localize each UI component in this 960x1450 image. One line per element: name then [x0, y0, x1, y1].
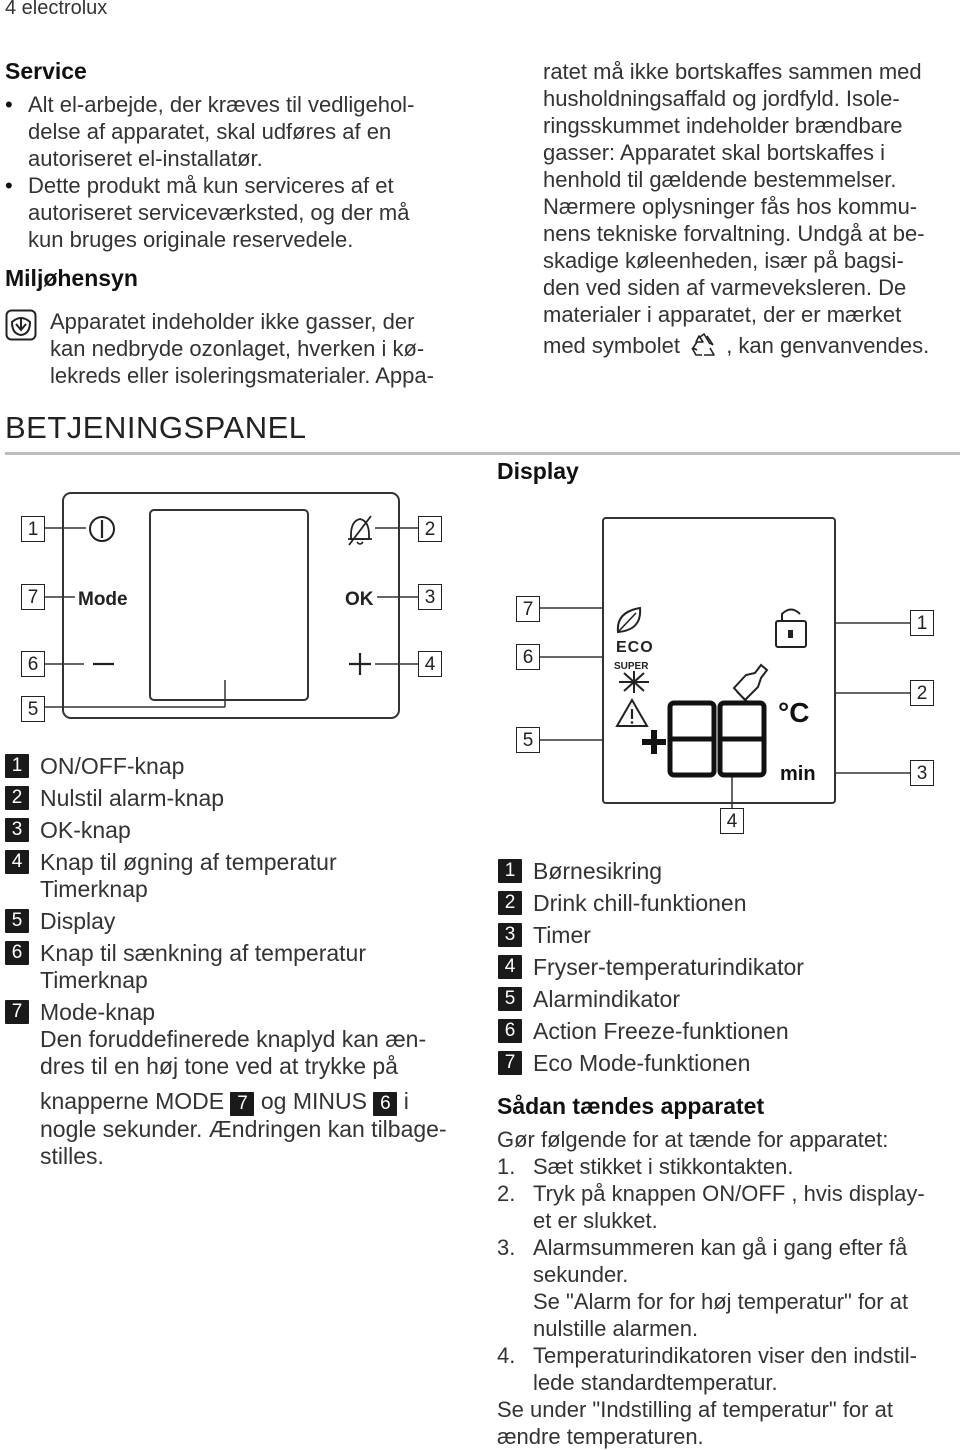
service-bullet-1: Alt el-arbejde, der kræves til vedligeho… [5, 91, 465, 172]
min-label: min [780, 763, 816, 785]
environment-heading: Miljøhensyn [5, 265, 138, 291]
warning-icon [615, 697, 649, 727]
step-item: 3. Alarmsummeren kan gå i gang efter få … [497, 1235, 909, 1341]
environment-text-right: ratet må ikke bortskaffes sammen med hus… [543, 58, 958, 365]
callout-5: 5 [21, 696, 45, 722]
display-callout-6: 6 [516, 644, 540, 670]
display-heading: Display [497, 458, 579, 484]
display-callout-1: 1 [910, 610, 934, 636]
display-callout-2: 2 [910, 680, 934, 706]
environment-text-left: Apparatet indeholder ikke gasser, der ka… [50, 309, 434, 388]
power-on-section: Gør følgende for at tænde for apparatet:… [497, 1126, 957, 1450]
power-icon[interactable] [89, 516, 115, 542]
legend-item: 4 Knap til øgning af temperatur Timerkna… [5, 849, 475, 903]
plus-icon[interactable] [349, 653, 371, 675]
display-callout-7: 7 [516, 596, 540, 622]
bottle-icon [732, 663, 769, 703]
celsius-label: °C [778, 697, 809, 728]
mode-note-line: knapperne MODE 7 og MINUS 6 i [40, 1088, 409, 1116]
legend-item: 3 OK-knap [5, 817, 475, 844]
legend-item: 5 Display [5, 908, 475, 935]
ok-button-label[interactable]: OK [345, 589, 374, 610]
callout-6: 6 [21, 651, 45, 677]
recycle-line: med symbolet , kan genvanvendes. [543, 332, 958, 365]
power-on-steps: 1. Sæt stikket i stikkontakten. 2. Tryk … [497, 1153, 957, 1396]
legend-item: 1 ON/OFF-knap [5, 753, 475, 780]
control-panel-legend: 1 ON/OFF-knap 2 Nulstil alarm-knap 3 OK-… [5, 753, 475, 1175]
control-panel-title: BETJENINGSPANEL [5, 410, 307, 445]
environment-icon [5, 309, 37, 341]
display-callout-3: 3 [910, 760, 934, 786]
mode-button-label[interactable]: Mode [78, 589, 128, 610]
legend-item: 7 Mode-knap Den foruddefinerede knaplyd … [5, 999, 475, 1170]
section-divider [5, 452, 960, 455]
callout-4: 4 [418, 651, 442, 677]
sign-segment [642, 730, 666, 754]
service-bullet-2: Dette produkt må kun serviceres af et au… [5, 172, 465, 253]
super-label: SUPER [614, 661, 649, 672]
digit-segment [667, 700, 767, 778]
power-on-intro: Gør følgende for at tænde for apparatet: [497, 1127, 889, 1152]
service-bullets: Alt el-arbejde, der kræves til vedligeho… [5, 91, 465, 253]
legend-item: 6 Knap til sænkning af temperatur Timerk… [5, 940, 475, 994]
step-item: 1. Sæt stikket i stikkontakten. [497, 1154, 794, 1179]
callout-1: 1 [21, 516, 45, 542]
bell-off-icon[interactable] [348, 515, 372, 546]
power-on-heading: Sådan tændes apparatet [497, 1093, 765, 1119]
recycle-icon [689, 332, 717, 365]
service-heading: Service [5, 58, 87, 84]
callout-3: 3 [418, 584, 442, 610]
snowflake-icon [619, 671, 649, 693]
display-callout-5: 5 [516, 727, 540, 753]
callout-7: 7 [21, 584, 45, 610]
eco-label: ECO [616, 639, 654, 656]
callout-2: 2 [418, 516, 442, 542]
legend-item: 2 Nulstil alarm-knap [5, 785, 475, 812]
display-callout-4: 4 [720, 808, 744, 834]
leaf-icon [616, 606, 642, 634]
lock-icon [775, 608, 807, 648]
step-item: 2. Tryk på knappen ON/OFF , hvis display… [497, 1181, 925, 1233]
power-on-outro: Se under "Indstilling af temperatur" for… [497, 1397, 893, 1422]
control-panel-diagram: Mode OK 1 2 7 3 6 4 5 [0, 485, 470, 725]
page-number: 4 electrolux [5, 0, 108, 19]
display-diagram: ECO SUPER [490, 510, 960, 840]
step-item: 4. Temperaturindikatoren viser den indst… [497, 1343, 917, 1395]
